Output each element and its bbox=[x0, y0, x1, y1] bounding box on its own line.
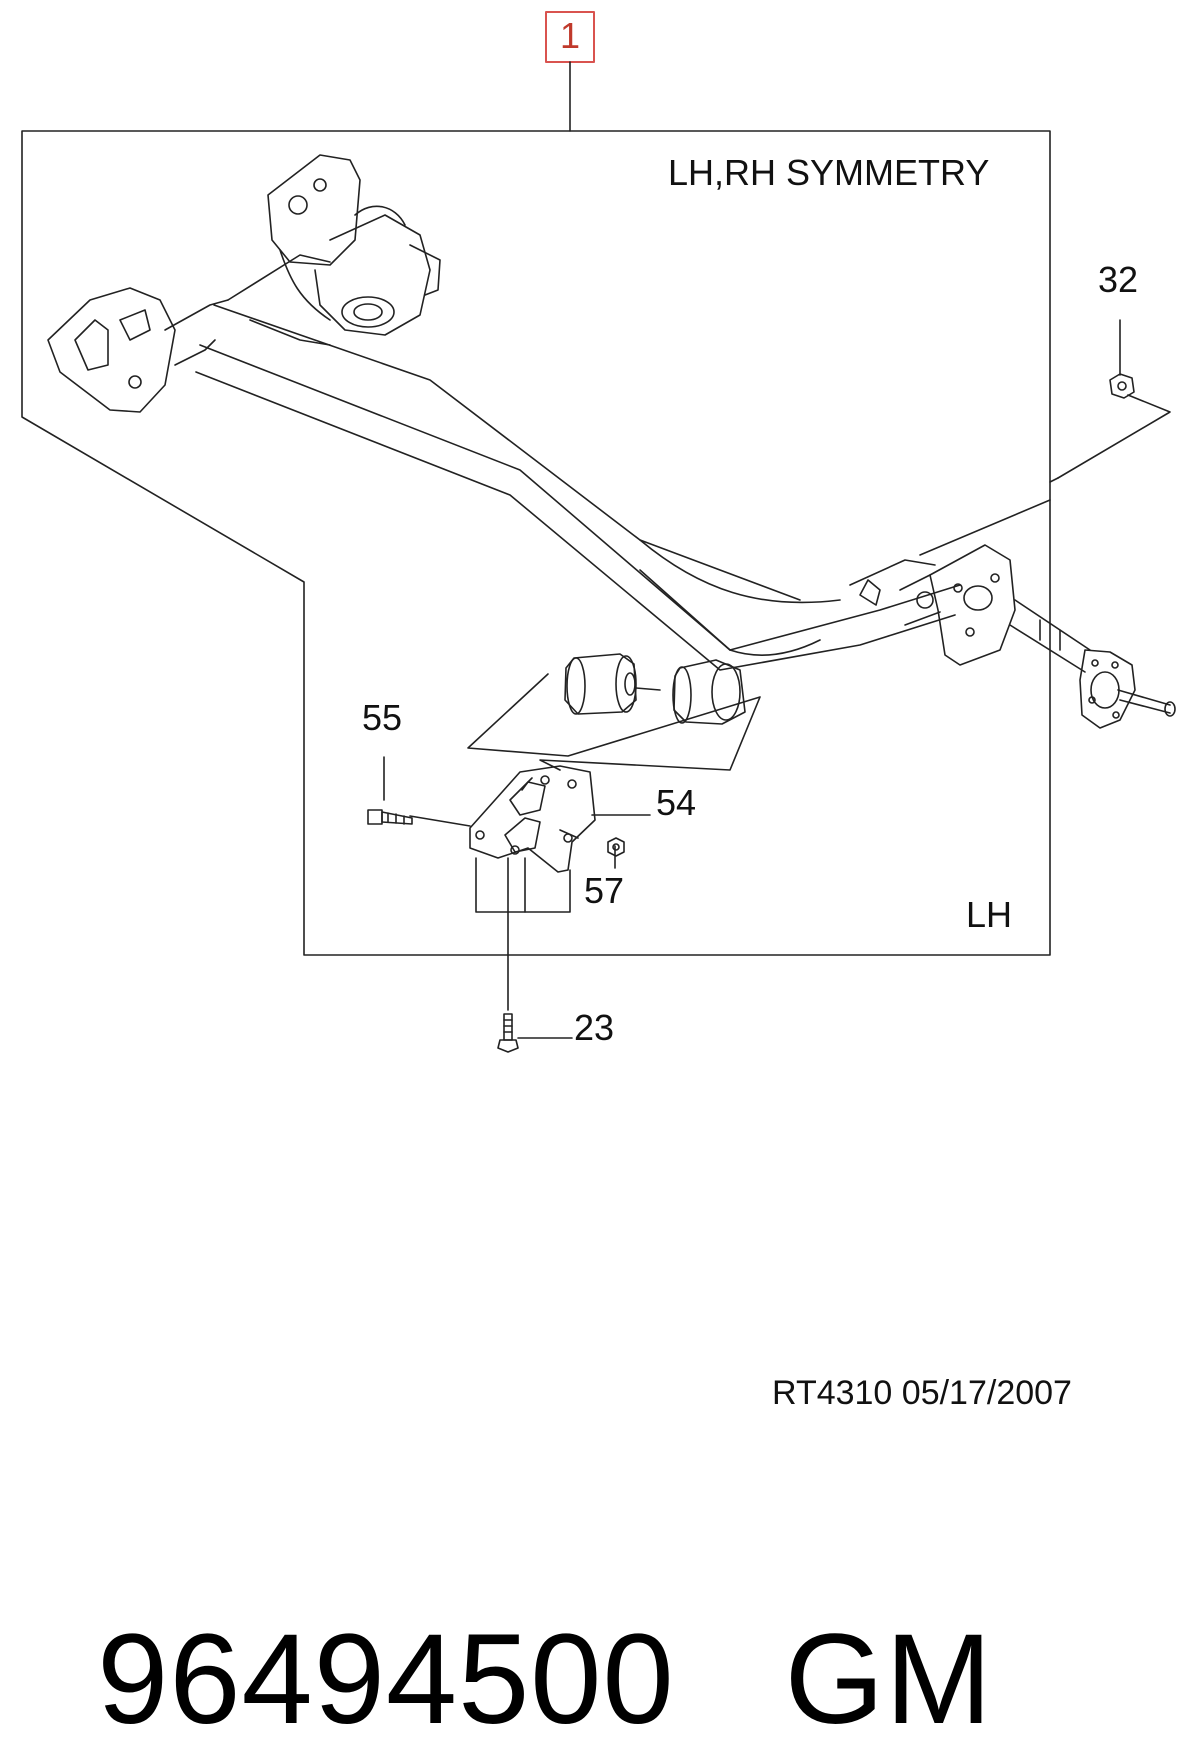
leader-lines bbox=[383, 319, 1171, 1039]
flange-nut-32[interactable] bbox=[1109, 373, 1135, 399]
parts-diagram: 1 LH,RH SYMMETRY LH bbox=[21, 11, 1176, 1412]
drawing-reference: RT4310 05/17/2007 bbox=[772, 1374, 1072, 1412]
assembly-callout-label: 1 bbox=[560, 15, 580, 56]
rear-axle-beam bbox=[47, 154, 1176, 729]
bushing-pair bbox=[564, 653, 746, 725]
bolt-55[interactable] bbox=[367, 809, 413, 825]
symmetry-note: LH,RH SYMMETRY bbox=[668, 152, 989, 193]
nut-57[interactable] bbox=[607, 837, 625, 857]
assembly-callout[interactable]: 1 bbox=[545, 11, 595, 63]
brand-name: GM bbox=[784, 1608, 993, 1751]
callout-57: 57 bbox=[584, 870, 624, 911]
callout-55: 55 bbox=[362, 697, 402, 738]
bolt-23[interactable] bbox=[497, 1013, 519, 1053]
callout-32: 32 bbox=[1098, 259, 1138, 300]
part-number: 96494500 bbox=[97, 1608, 675, 1751]
callout-23: 23 bbox=[574, 1007, 614, 1048]
assembly-frame bbox=[21, 130, 1051, 956]
side-note: LH bbox=[966, 894, 1012, 935]
mounting-bracket[interactable] bbox=[469, 765, 596, 873]
callout-54: 54 bbox=[656, 782, 696, 823]
